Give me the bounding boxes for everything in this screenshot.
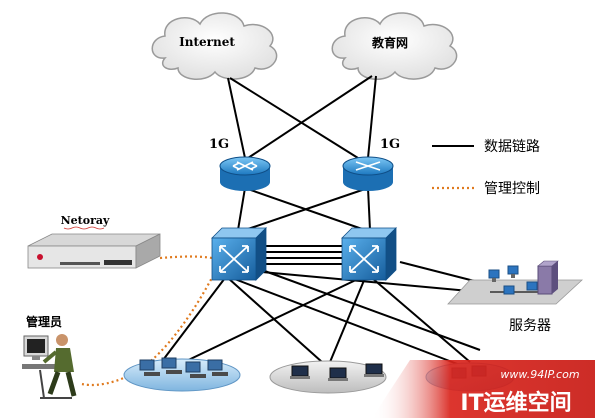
watermark: www.94IP.com IT运维空间 [372,360,595,418]
router-left [219,156,271,191]
admin-label: 管理员 [26,314,62,329]
router-right [342,156,394,191]
lan-left [123,357,241,392]
admin-person [22,334,77,399]
legend: 数据链路 管理控制 [432,139,540,197]
lan-middle [269,360,387,394]
legend-mgmt-label: 管理控制 [484,181,540,197]
spell-underline [63,226,105,230]
left-link-speed: 1G [209,137,229,152]
switch-left [211,227,267,281]
server-segment [447,260,584,305]
data-links [159,75,491,366]
edu-net-cloud [331,12,458,80]
watermark-url: www.94IP.com [500,368,579,381]
internet-label: Internet [179,35,235,49]
netoray-appliance [27,233,161,269]
right-link-speed: 1G [380,137,400,152]
switch-right [341,227,397,281]
server-label: 服务器 [509,318,551,334]
legend-data-link-label: 数据链路 [484,139,540,155]
internet-cloud [151,12,278,80]
netoray-label: Netoray [61,214,110,227]
edu-net-label: 教育网 [371,35,408,50]
watermark-brand: IT运维空间 [460,390,571,416]
